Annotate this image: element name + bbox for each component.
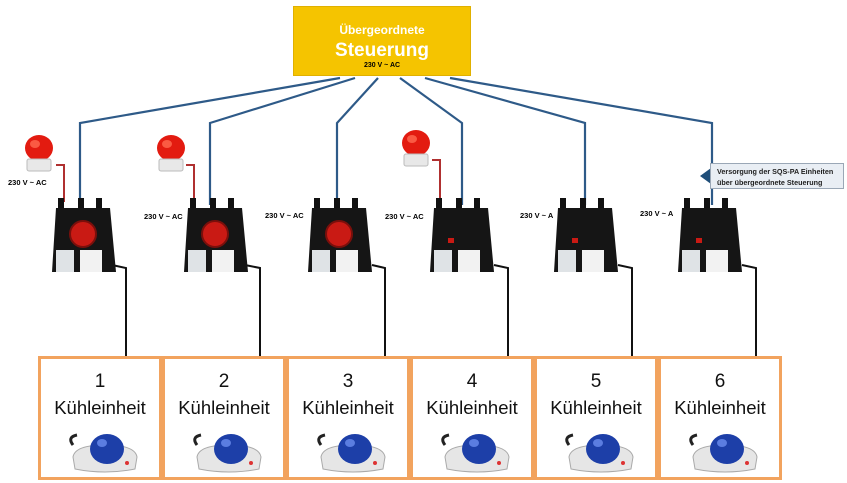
unit-label: Kühleinheit bbox=[550, 397, 642, 418]
push-button-icon bbox=[317, 433, 386, 473]
unit-number: 4 bbox=[466, 371, 478, 392]
unit-wire-6 bbox=[741, 264, 757, 356]
supply-wire-4 bbox=[399, 77, 464, 205]
blue-supply-wires bbox=[78, 76, 714, 205]
cooling-unit-1: 1 Kühleinheit bbox=[38, 356, 162, 480]
device-voltage-5: 230 V ~ A bbox=[520, 211, 554, 220]
controller-voltage: 230 V ~ AC bbox=[363, 62, 401, 69]
unit-number: 3 bbox=[342, 371, 354, 392]
sqs-pa-device-2 bbox=[184, 198, 248, 272]
unit-number: 1 bbox=[94, 371, 106, 392]
controller-label-line1: Übergeordnete bbox=[339, 23, 425, 37]
supply-wire-2 bbox=[208, 76, 356, 205]
unit-number: 5 bbox=[590, 371, 602, 392]
callout-line1: Versorgung der SQS-PA Einheiten bbox=[717, 167, 834, 176]
callout-line2: über übergeordnete Steuerung bbox=[717, 178, 823, 187]
callout-arrow-icon bbox=[700, 168, 711, 184]
cooling-unit-2: 2 Kühleinheit bbox=[162, 356, 286, 480]
sqs-pa-device-5 bbox=[554, 198, 618, 272]
warning-beacon-icon bbox=[157, 135, 185, 172]
sqs-pa-device-4 bbox=[430, 198, 494, 272]
supply-wire-5 bbox=[424, 76, 587, 205]
unit-wire-2 bbox=[244, 264, 261, 356]
cooling-unit-3: 3 Kühleinheit bbox=[286, 356, 410, 480]
push-button-icon bbox=[689, 433, 758, 473]
unit-label: Kühleinheit bbox=[426, 397, 518, 418]
supply-wire-3 bbox=[335, 77, 379, 205]
unit-wire-1 bbox=[111, 264, 127, 356]
unit-wire-4 bbox=[493, 264, 509, 356]
warning-beacon-icon bbox=[402, 130, 430, 167]
sqs-pa-device-3 bbox=[308, 198, 372, 272]
supply-callout: Versorgung der SQS-PA Einheiten über übe… bbox=[710, 163, 844, 189]
controller-label-line2: Steuerung bbox=[335, 40, 429, 61]
warning-beacon-icon bbox=[25, 135, 53, 172]
push-button-icon bbox=[441, 433, 510, 473]
unit-wire-3 bbox=[371, 264, 386, 356]
device-voltage-2: 230 V ~ AC bbox=[144, 212, 183, 221]
cooling-unit-6: 6 Kühleinheit bbox=[658, 356, 782, 480]
push-button-icon bbox=[565, 433, 634, 473]
cooling-unit-4: 4 Kühleinheit bbox=[410, 356, 534, 480]
unit-label: Kühleinheit bbox=[178, 397, 270, 418]
controller-box: Übergeordnete Steuerung 230 V ~ AC bbox=[293, 6, 471, 76]
sqs-pa-device-6 bbox=[678, 198, 742, 272]
unit-label: Kühleinheit bbox=[302, 397, 394, 418]
black-unit-wires bbox=[111, 264, 757, 356]
unit-number: 2 bbox=[218, 371, 230, 392]
beacon-wires bbox=[56, 159, 441, 202]
device-voltage-6: 230 V ~ A bbox=[640, 209, 674, 218]
device-voltage-3: 230 V ~ AC bbox=[265, 211, 304, 220]
unit-label: Kühleinheit bbox=[674, 397, 766, 418]
sqs-pa-device-1 bbox=[52, 198, 116, 272]
cooling-unit-5: 5 Kühleinheit bbox=[534, 356, 658, 480]
unit-wire-5 bbox=[617, 264, 633, 356]
unit-number: 6 bbox=[714, 371, 726, 392]
supply-wire-1 bbox=[78, 76, 341, 205]
device-voltage-1: 230 V ~ AC bbox=[8, 178, 47, 187]
unit-label: Kühleinheit bbox=[54, 397, 146, 418]
push-button-icon bbox=[193, 433, 262, 473]
device-voltage-4: 230 V ~ AC bbox=[385, 212, 424, 221]
push-button-icon bbox=[69, 433, 138, 473]
